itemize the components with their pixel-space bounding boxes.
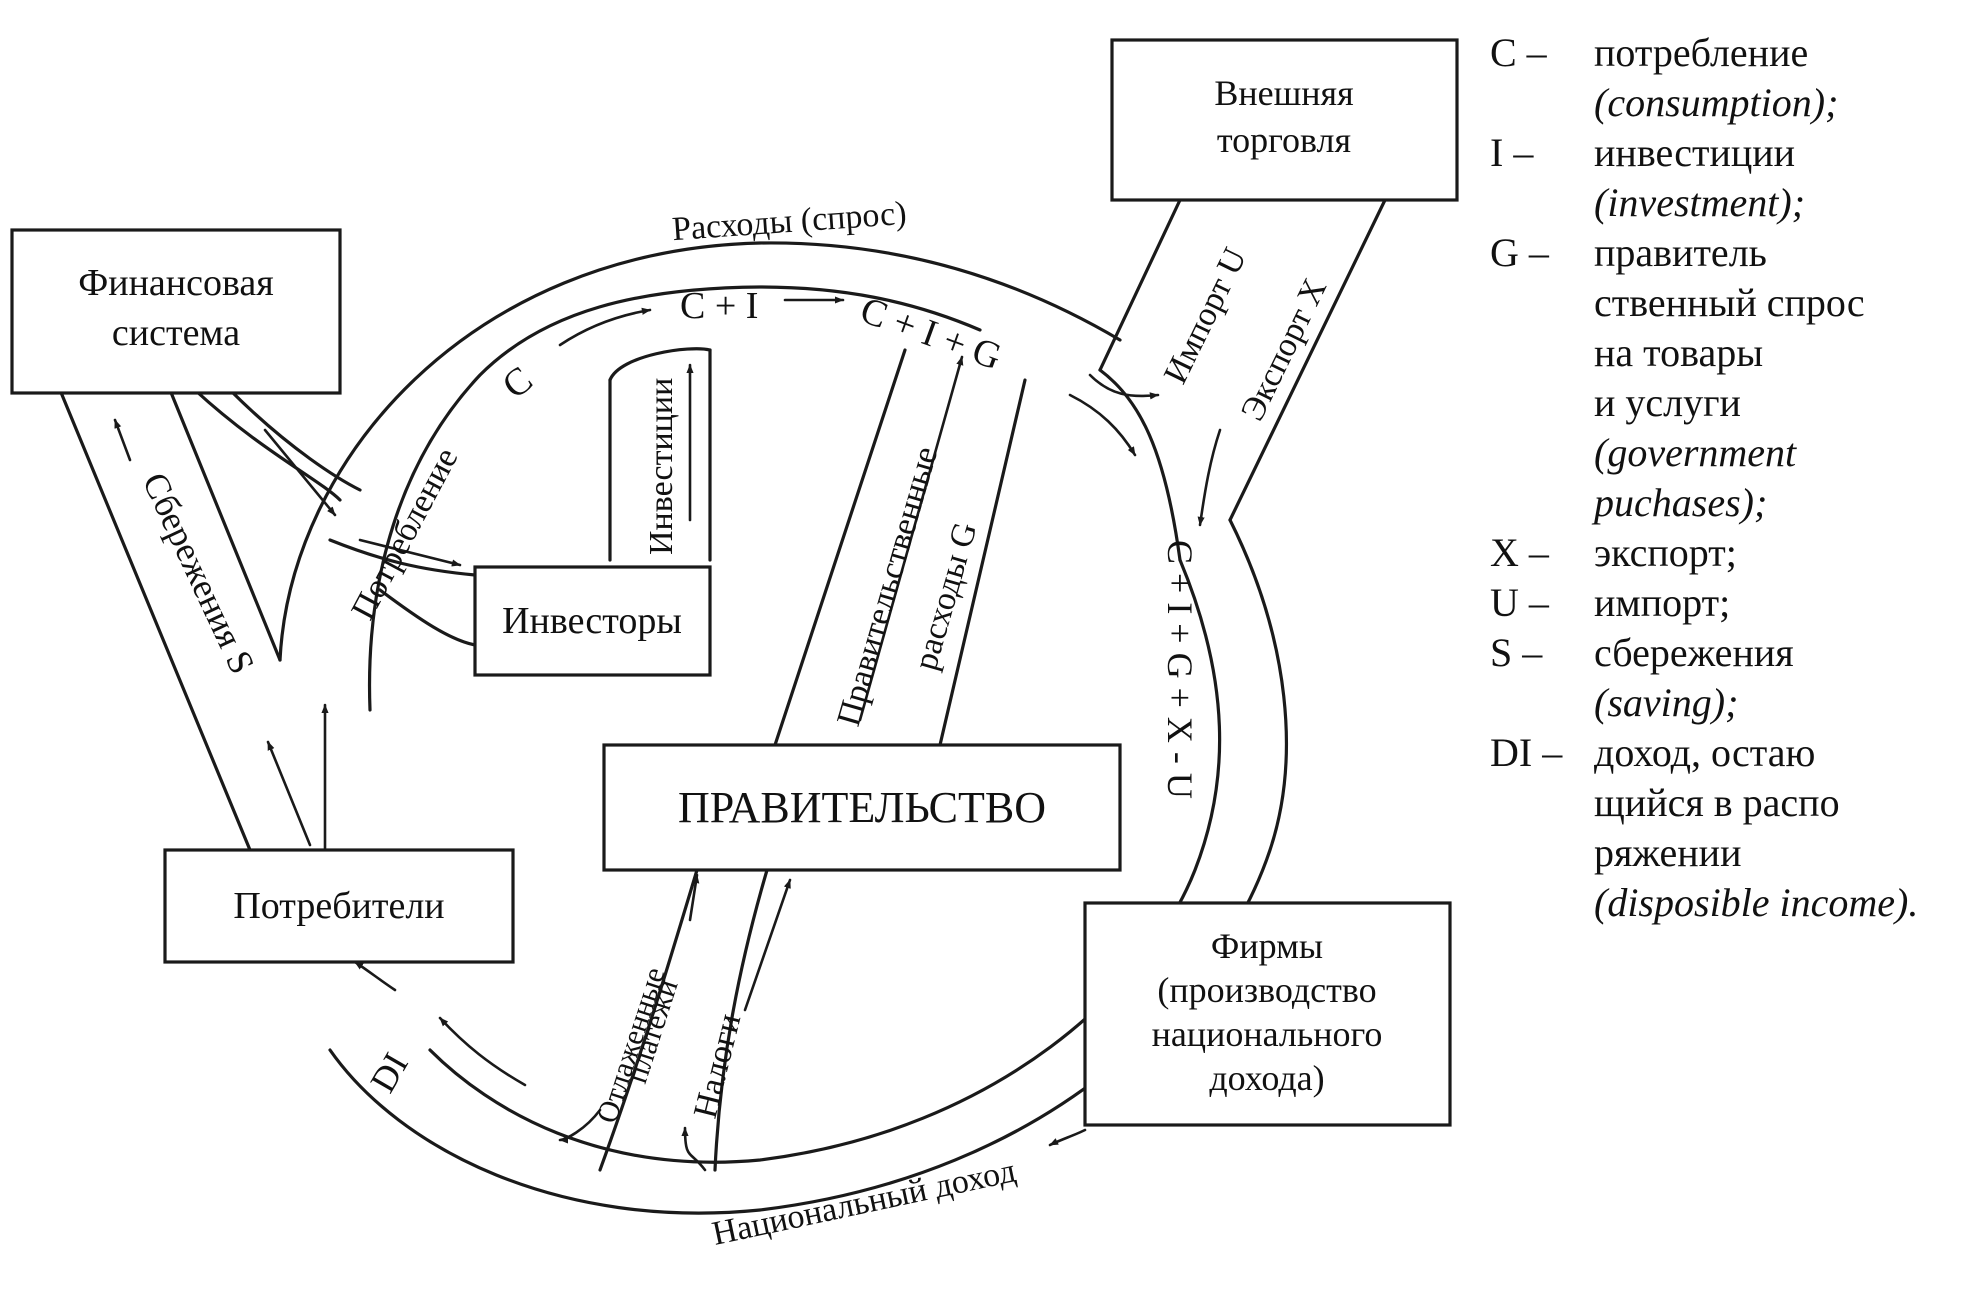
- legend-english-term: (disposible income).: [1594, 880, 1919, 925]
- consumption-label: Потребление: [344, 442, 465, 626]
- legend-description: импорт;: [1594, 578, 1960, 628]
- legend-item: DI – доход, остаю щийся в распо ряжении (dis…: [1490, 728, 1960, 928]
- legend-english-term: (investment);: [1594, 180, 1806, 225]
- legend-description: инвестиции (investment);: [1594, 128, 1960, 228]
- total-demand-label: C + I + G + X - U: [1160, 540, 1200, 799]
- legend-text-line: ряжении: [1594, 830, 1742, 875]
- investment-label: Инвестиции: [643, 378, 680, 555]
- financial-system-node: Финансовая система: [10, 228, 342, 395]
- consumers-label: Потребители: [233, 885, 444, 927]
- financial-system-label-2: система: [112, 312, 240, 354]
- legend-symbol: G –: [1490, 230, 1549, 275]
- legend-item: G – правитель ственный спрос на товары и усл…: [1490, 228, 1960, 528]
- legend-item: U – импорт;: [1490, 578, 1960, 628]
- legend-english-term: (saving);: [1594, 680, 1739, 725]
- legend-symbol: I –: [1490, 130, 1534, 175]
- investors-node: Инвесторы: [473, 565, 712, 677]
- firms-label-1: Фирмы: [1211, 926, 1323, 966]
- legend-text-line: ственный спрос: [1594, 280, 1865, 325]
- legend-item: C – потребление (consumption);: [1490, 28, 1960, 128]
- legend-text-line: инвестиции: [1594, 130, 1796, 175]
- government-node: ПРАВИТЕЛЬСТВО: [602, 743, 1122, 872]
- flow-arrows: [113, 296, 1222, 1172]
- legend-description: правитель ственный спрос на товары и услуги…: [1594, 228, 1960, 528]
- legend-symbol: C –: [1490, 30, 1547, 75]
- legend-symbol: DI –: [1490, 730, 1563, 775]
- legend-text-line: на товары: [1594, 330, 1764, 375]
- legend-english-term: puchases);: [1594, 480, 1768, 525]
- legend-english-term: (government: [1594, 430, 1797, 475]
- taxes-label: Налоги: [687, 1010, 749, 1122]
- firms-node: Фирмы (производство национального дохода…: [1083, 901, 1452, 1127]
- c-i-g-label: C + I + G: [855, 289, 1007, 379]
- legend-text-line: экспорт;: [1594, 530, 1737, 575]
- legend-text-line: импорт;: [1594, 580, 1731, 625]
- consumption-c-label: C: [495, 358, 541, 407]
- legend-description: экспорт;: [1594, 528, 1960, 578]
- legend-symbol: X –: [1490, 530, 1549, 575]
- legend-text-line: потребление: [1594, 30, 1809, 75]
- financial-system-label-1: Финансовая: [78, 262, 274, 304]
- main-flow-channel: [278, 241, 1288, 1215]
- government-label: ПРАВИТЕЛЬСТВО: [678, 783, 1046, 832]
- legend-description: доход, остаю щийся в распо ряжении (disposi…: [1594, 728, 1960, 928]
- legend-text-line: доход, остаю: [1594, 730, 1816, 775]
- national-income-label: Национальный доход: [709, 1152, 1019, 1253]
- export-label: Экспорт X: [1234, 273, 1334, 427]
- foreign-trade-node: Внешняя торговля: [1110, 38, 1459, 202]
- spending-label: Расходы (спрос): [671, 195, 908, 248]
- legend-text-line: щийся в распо: [1594, 780, 1840, 825]
- savings-channel: [58, 388, 477, 852]
- legend-symbol: S –: [1490, 630, 1543, 675]
- legend-description: сбережения (saving);: [1594, 628, 1960, 728]
- legend-description: потребление (consumption);: [1594, 28, 1960, 128]
- legend-text-line: правитель: [1594, 230, 1767, 275]
- legend-item: X – экспорт;: [1490, 528, 1960, 578]
- legend-item: I – инвестиции (investment);: [1490, 128, 1960, 228]
- gov-spending-label-1: Правительственные: [830, 443, 945, 731]
- di-label: DI: [362, 1046, 416, 1099]
- government-channel: [598, 348, 1027, 1172]
- investors-label: Инвесторы: [502, 600, 682, 642]
- firms-label-4: дохода): [1209, 1058, 1324, 1098]
- firms-label-2: (производство: [1157, 970, 1376, 1010]
- foreign-trade-label-2: торговля: [1217, 120, 1351, 160]
- firms-label-3: национального: [1152, 1014, 1383, 1054]
- legend-symbol: U –: [1490, 580, 1549, 625]
- consumers-node: Потребители: [163, 848, 515, 964]
- foreign-trade-channel: [1098, 198, 1387, 562]
- import-label: Импорт U: [1157, 242, 1254, 389]
- legend-item: S – сбережения (saving);: [1490, 628, 1960, 728]
- c-plus-i-label: C + I: [680, 285, 758, 327]
- legend: C – потребление (consumption); I – инвестици…: [1490, 28, 1960, 928]
- legend-text-line: и услуги: [1594, 380, 1741, 425]
- foreign-trade-label-1: Внешняя: [1214, 73, 1353, 113]
- legend-text-line: сбережения: [1594, 630, 1794, 675]
- investment-channel: [608, 347, 712, 562]
- legend-english-term: (consumption);: [1594, 80, 1839, 125]
